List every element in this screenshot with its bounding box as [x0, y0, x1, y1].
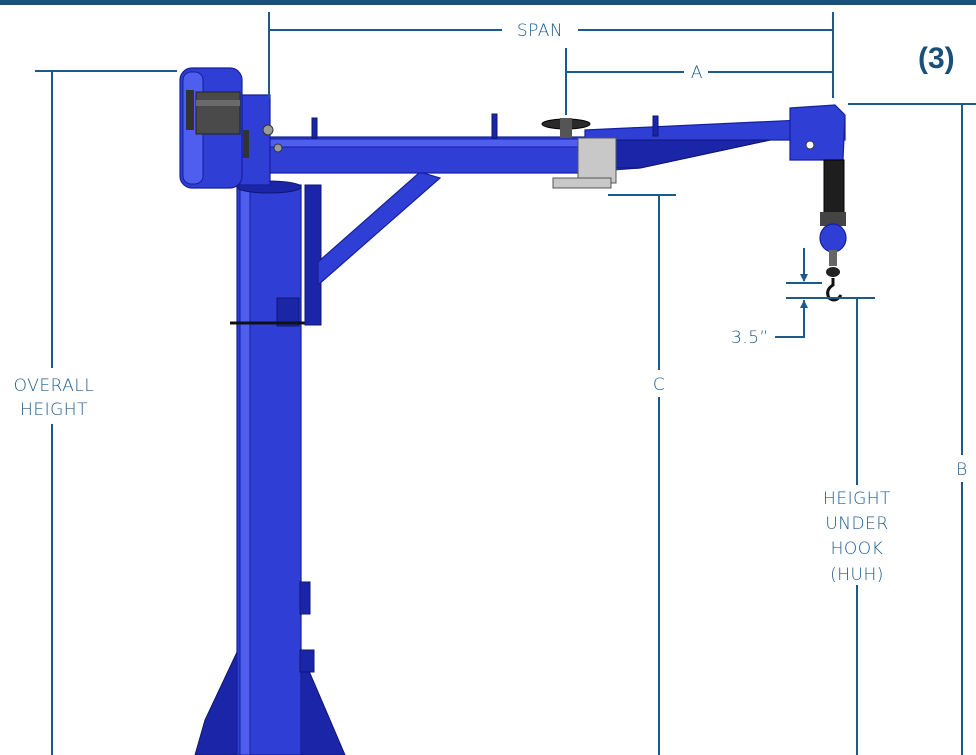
hook-gap-label: 3.5” [731, 328, 769, 348]
a-dimension: A [565, 48, 833, 115]
diagonal-brace [317, 171, 442, 287]
overall-height-label-line2: HEIGHT [20, 400, 88, 420]
huh-label-line1: HEIGHT [823, 489, 891, 509]
hook-gap-dimension: 3.5” [731, 248, 875, 348]
b-dimension: B [848, 103, 976, 755]
c-dimension: C [608, 194, 676, 755]
c-label: C [653, 375, 665, 395]
jib-crane [179, 67, 847, 755]
hoist [819, 159, 847, 277]
b-label: B [956, 460, 968, 480]
a-label: A [691, 63, 703, 83]
overall-height-dimension: OVERALL HEIGHT [14, 70, 177, 755]
top-border [0, 0, 976, 5]
huh-label-line3: HOOK [831, 539, 884, 559]
end-plate [789, 104, 846, 161]
hook [826, 278, 843, 302]
motor-unit [179, 67, 243, 189]
span-label: SPAN [517, 21, 563, 41]
huh-label-line2: UNDER [825, 514, 888, 534]
figure-number: (3) [918, 42, 955, 75]
overall-height-label-line1: OVERALL [14, 376, 95, 396]
huh-dimension: HEIGHT UNDER HOOK (HUH) [823, 298, 891, 755]
huh-label-line4: (HUH) [830, 565, 884, 585]
span-dimension: SPAN [268, 12, 834, 98]
